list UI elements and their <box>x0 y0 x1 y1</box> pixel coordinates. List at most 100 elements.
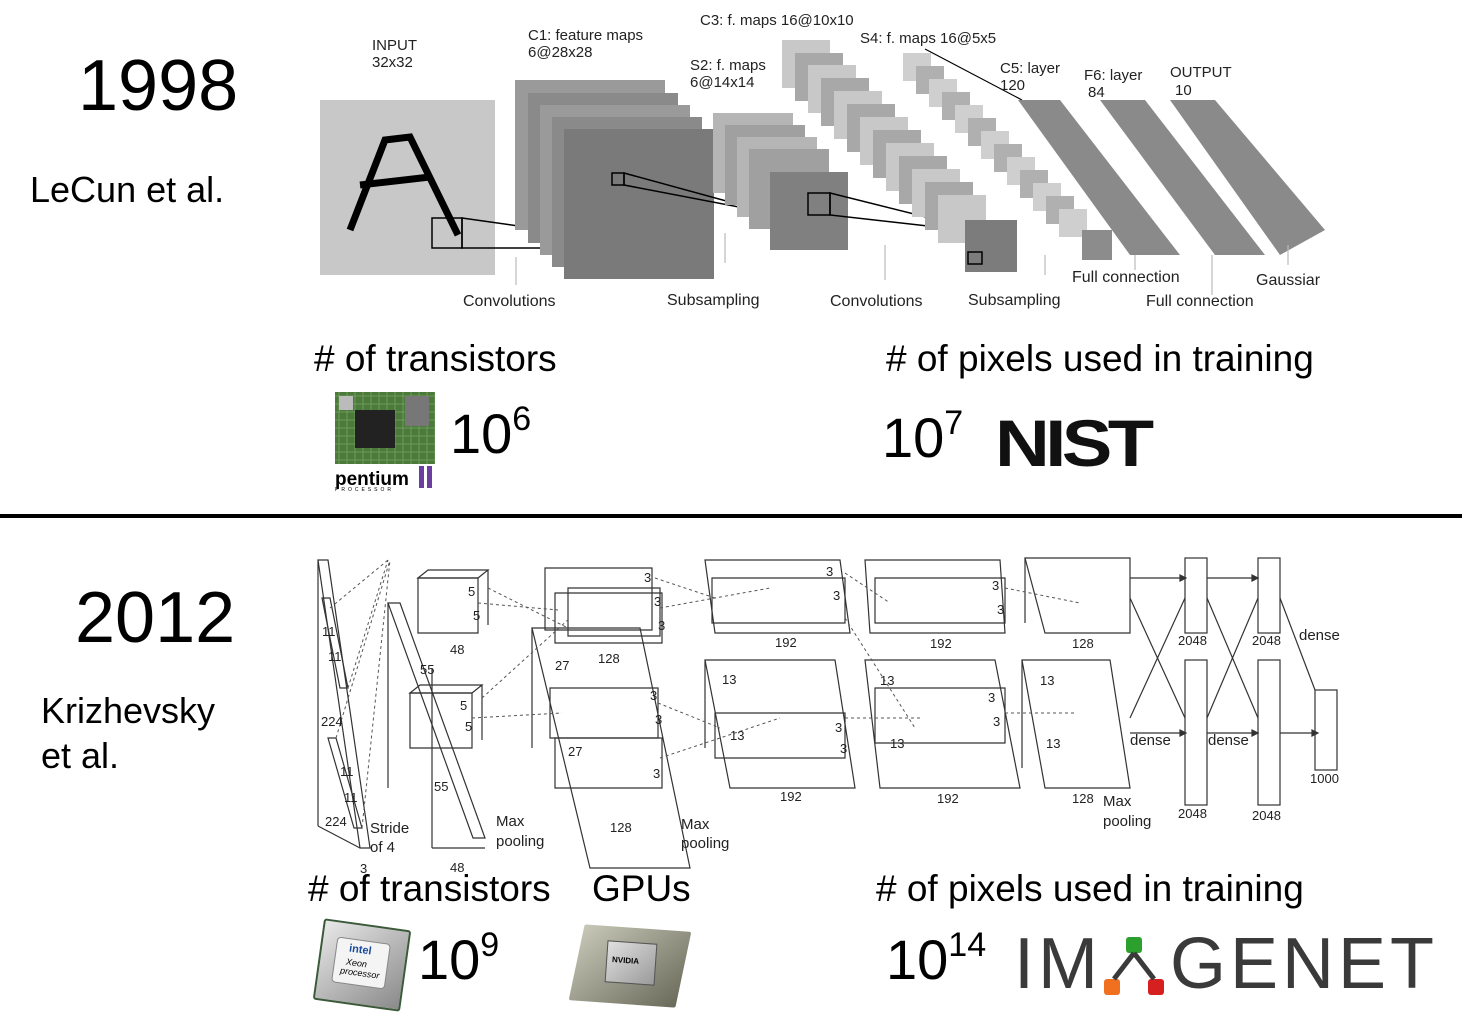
xeon-chip-logo: intel Xeon processor <box>312 918 412 1012</box>
lenet-op-full-connection-2: Full connection <box>1146 293 1254 310</box>
alexnet-13d: 13 <box>890 736 904 751</box>
pixels-base-1998: 10 <box>882 406 945 469</box>
alexnet-3g: 3 <box>826 564 833 579</box>
alexnet-11c: 11 <box>340 764 354 779</box>
s4-stack <box>903 53 1112 260</box>
lenet-s2-size: 6@14x14 <box>690 74 754 91</box>
alexnet-maxpool1a: Max <box>496 813 525 830</box>
alexnet-1000: 1000 <box>1310 771 1339 786</box>
alexnet-128c: 128 <box>1072 636 1094 651</box>
pixels-value-1998: 107 <box>882 406 963 466</box>
transistors-base-2012: 10 <box>418 928 481 991</box>
alexnet-stride: Stride <box>370 820 409 837</box>
alexnet-13a: 13 <box>722 672 736 687</box>
alexnet-3h: 3 <box>833 588 840 603</box>
section-divider <box>0 514 1462 518</box>
alexnet-3e: 3 <box>655 712 662 727</box>
alexnet-11b: 11 <box>328 649 342 664</box>
imagenet-a-icon <box>1103 937 1164 995</box>
alexnet-2048a: 2048 <box>1178 633 1207 648</box>
authors-1998: LeCun et al. <box>30 169 225 210</box>
alexnet-maxpool2b: pooling <box>681 835 729 852</box>
nvidia-gpu-chip: NVIDIA <box>568 922 692 1012</box>
alexnet-5b: 5 <box>473 608 480 623</box>
lenet-f6-label: F6: layer <box>1084 67 1142 84</box>
lenet-c1-label: C1: feature maps <box>528 27 643 44</box>
authors-2012-line1: Krizhevsky <box>41 690 216 731</box>
lenet-c3-label: C3: f. maps 16@10x10 <box>700 12 854 29</box>
lenet-f6-size: 84 <box>1088 84 1105 101</box>
alexnet-128b: 128 <box>610 820 632 835</box>
pentium-ii-logo: pentium PROCESSOR <box>335 392 435 493</box>
alexnet-192c: 192 <box>930 636 952 651</box>
alexnet-3c: 3 <box>658 618 665 633</box>
alexnet-5c: 5 <box>460 698 467 713</box>
pixels-heading-2012: # of pixels used in training <box>876 868 1304 909</box>
transistors-heading-2012: # of transistors <box>308 868 551 909</box>
pixels-exp-1998: 7 <box>944 404 964 442</box>
imagenet-text-part1: IM <box>1014 924 1102 1004</box>
lenet-c5-label: C5: layer <box>1000 60 1060 77</box>
imagenet-logo: IM GENET <box>1014 924 1438 1005</box>
f6-band <box>1100 100 1265 255</box>
alexnet-192a: 192 <box>775 635 797 650</box>
lenet-op-full-connection-1: Full connection <box>1072 269 1180 286</box>
lenet-output-label: OUTPUT <box>1170 64 1232 81</box>
alexnet-3f: 3 <box>653 766 660 781</box>
alexnet-55a: 55 <box>420 662 434 677</box>
alexnet-maxpool1b: pooling <box>496 833 544 850</box>
pixels-value-2012: 1014 <box>886 928 986 988</box>
authors-2012-line2: et al. <box>41 735 120 776</box>
alexnet-3i: 3 <box>835 720 842 735</box>
alexnet-3m: 3 <box>988 690 995 705</box>
lenet-op-gaussian: Gaussiar <box>1256 272 1321 289</box>
lenet-diagram: INPUT 32x32 C1: feature maps 6@28x28 S2:… <box>320 12 1325 310</box>
output-band <box>1170 100 1325 255</box>
lenet-op-subsampling-2: Subsampling <box>968 292 1061 309</box>
alexnet-224a: 224 <box>321 714 343 729</box>
alexnet-27a: 27 <box>555 658 569 673</box>
alexnet-11a: 11 <box>322 624 336 639</box>
lenet-input-label: INPUT <box>372 37 417 54</box>
nist-logo: NIST <box>995 406 1154 480</box>
alexnet-3d: 3 <box>650 688 657 703</box>
pixels-heading-1998: # of pixels used in training <box>886 338 1314 379</box>
year-2012: 2012 <box>75 578 236 658</box>
alexnet-dense1: dense <box>1299 627 1340 644</box>
alexnet-13b: 13 <box>730 728 744 743</box>
c3-stack <box>782 40 1017 272</box>
pentium-logo-sub: PROCESSOR <box>335 487 394 493</box>
lenet-s4-label: S4: f. maps 16@5x5 <box>860 30 996 47</box>
pixels-exp-2012: 14 <box>948 926 987 964</box>
alexnet-11d: 11 <box>344 790 358 805</box>
alexnet-128d: 128 <box>1072 791 1094 806</box>
input-plane <box>320 100 495 275</box>
s2-stack <box>713 113 848 250</box>
nvidia-text: NVIDIA <box>611 955 640 966</box>
lenet-input-size: 32x32 <box>372 54 413 71</box>
gpus-heading-2012: GPUs <box>592 868 691 909</box>
alexnet-3b: 3 <box>654 594 661 609</box>
pixels-base-2012: 10 <box>886 928 949 991</box>
imagenet-text-part2: GENET <box>1169 924 1439 1004</box>
alexnet-5d: 5 <box>465 719 472 734</box>
alexnet-224b: 224 <box>325 814 347 829</box>
alexnet-maxpool3a: Max <box>1103 793 1132 810</box>
alexnet-3a: 3 <box>644 570 651 585</box>
alexnet-maxpool3b: pooling <box>1103 813 1151 830</box>
alexnet-48b: 48 <box>450 860 464 875</box>
alexnet-5a: 5 <box>468 584 475 599</box>
alexnet-3j: 3 <box>840 741 847 756</box>
alexnet-13e: 13 <box>1040 673 1054 688</box>
alexnet-3l: 3 <box>997 602 1004 617</box>
lenet-op-convolutions-2: Convolutions <box>830 293 923 310</box>
alexnet-dense3: dense <box>1208 732 1249 749</box>
letter-a-bar <box>359 173 431 189</box>
c1-stack <box>515 80 714 279</box>
pentium-chip-icon <box>335 392 435 464</box>
transistors-exp-1998: 6 <box>512 400 532 438</box>
alexnet-2048d: 2048 <box>1252 808 1281 823</box>
lenet-op-convolutions-1: Convolutions <box>463 293 556 310</box>
alexnet-48a: 48 <box>450 642 464 657</box>
lenet-c1-size: 6@28x28 <box>528 44 592 61</box>
